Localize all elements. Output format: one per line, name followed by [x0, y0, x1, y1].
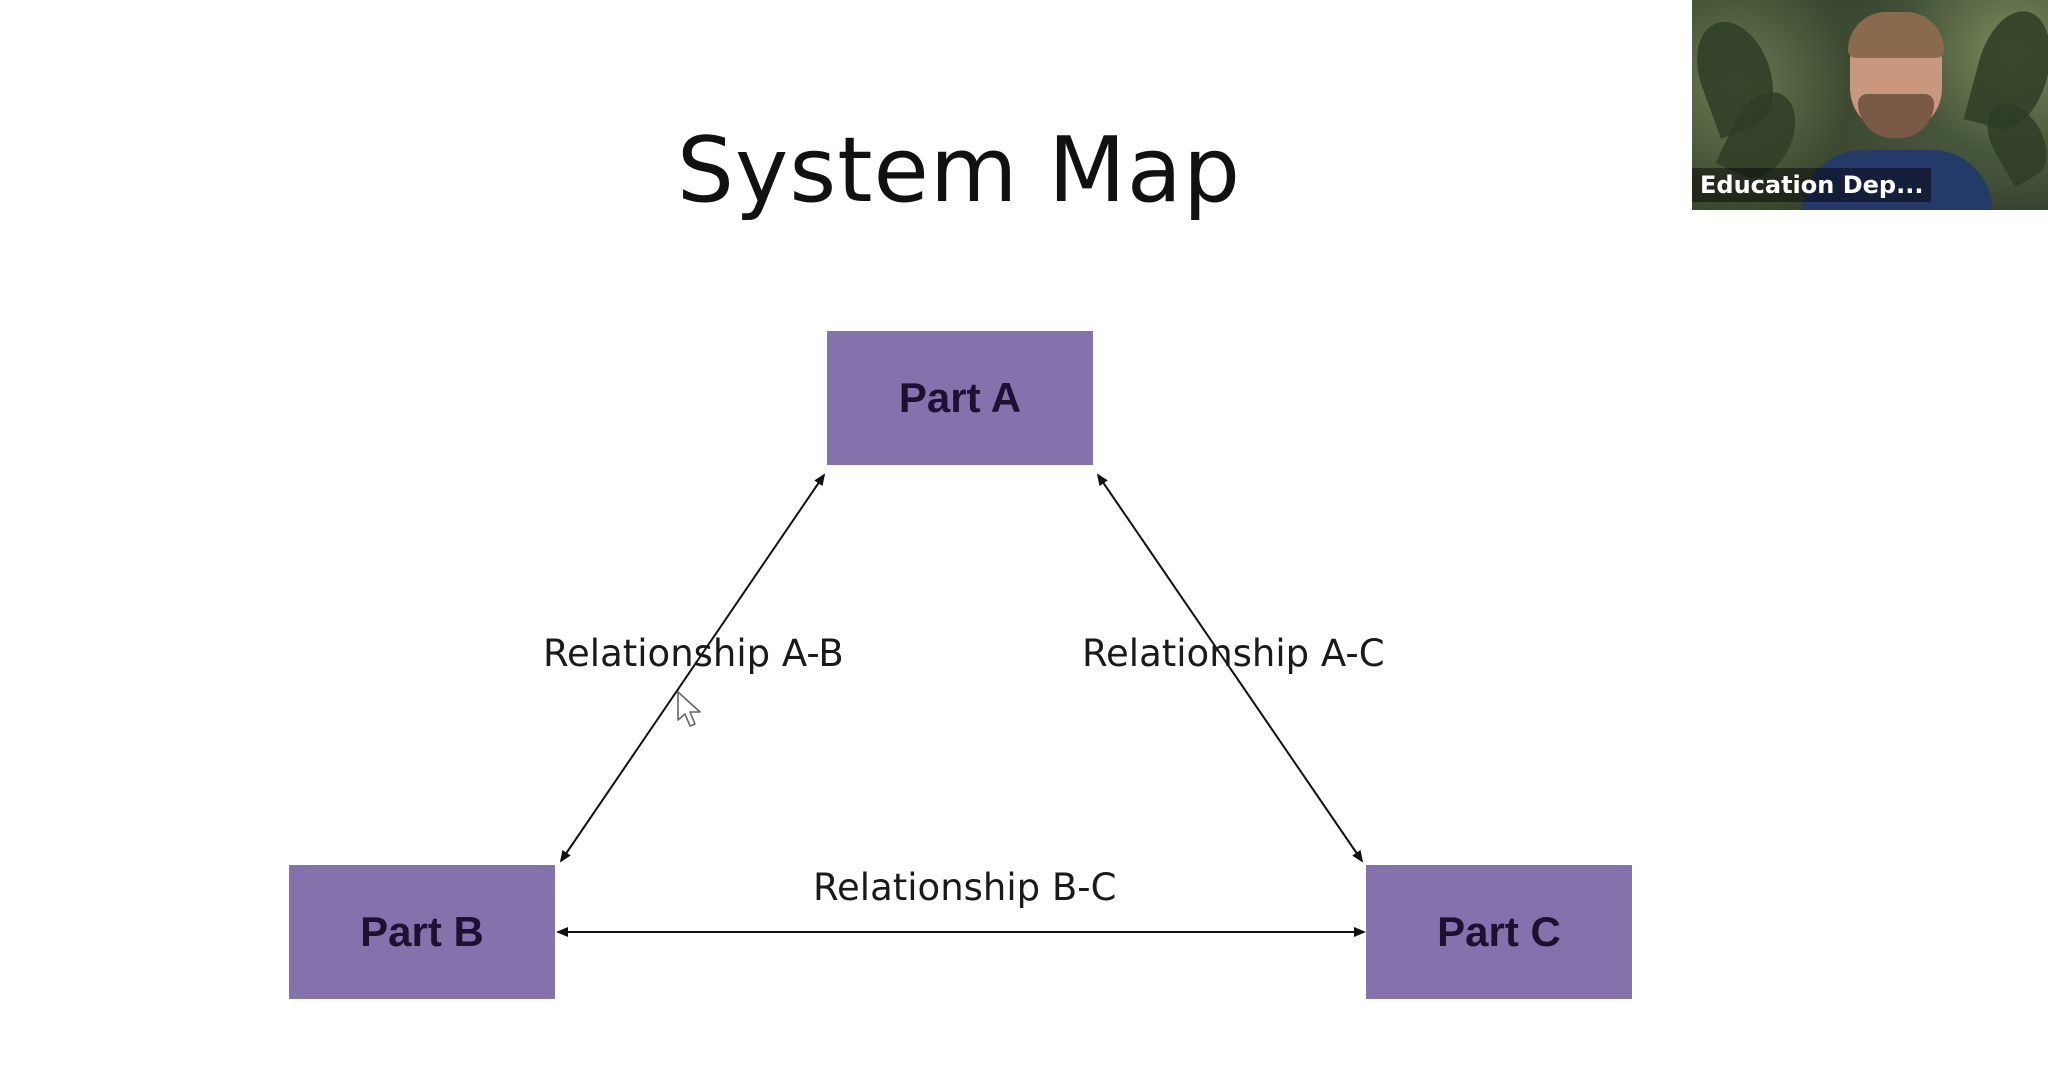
node-part-c-label: Part C — [1437, 908, 1561, 955]
participant-person — [1802, 10, 1992, 210]
participant-name: Education Dep... — [1692, 168, 1932, 202]
node-part-b-label: Part B — [360, 908, 484, 955]
participant-video-tile[interactable]: Education Dep... — [1692, 0, 2048, 210]
slide-title: System Map — [676, 118, 1242, 223]
relationship-a-b-label: Relationship A-B — [543, 632, 844, 675]
relationship-a-c-label: Relationship A-C — [1082, 632, 1385, 675]
mouse-pointer-icon — [677, 691, 701, 727]
node-part-a-label: Part A — [898, 374, 1022, 421]
node-part-b: Part B — [289, 865, 555, 999]
arrow-a-b — [559, 473, 826, 863]
arrow-a-c — [1096, 473, 1364, 863]
node-part-c: Part C — [1366, 865, 1632, 999]
relationship-b-c-label: Relationship B-C — [813, 866, 1117, 909]
node-part-a: Part A — [827, 331, 1093, 465]
